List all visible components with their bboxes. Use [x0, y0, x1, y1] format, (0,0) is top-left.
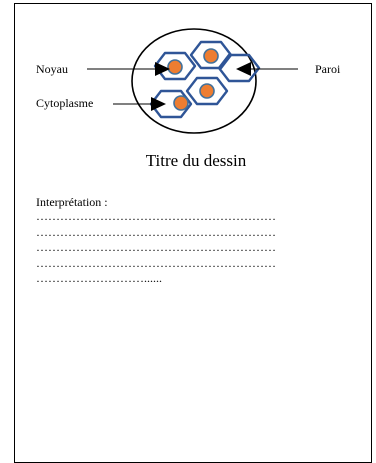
cell-drawing	[87, 28, 298, 134]
nucleus	[167, 59, 183, 75]
cell-wall-hexagon	[185, 76, 229, 106]
cell-wall-hexagon	[217, 53, 261, 83]
cell-wall-hexagon	[153, 51, 197, 81]
interpretation-heading: Interprétation :	[36, 195, 108, 209]
answer-line: ……………………………………………………	[36, 240, 276, 254]
answer-line: ……………………………………………………	[36, 255, 276, 270]
arrowhead-icon	[236, 62, 251, 76]
arrowhead-icon	[151, 97, 166, 111]
drawing-title: Titre du dessin	[145, 151, 247, 170]
worksheet-frame	[14, 3, 372, 463]
cell-wall-hexagon	[149, 89, 193, 119]
observation-circle	[131, 28, 257, 134]
nucleus	[203, 48, 219, 64]
nucleus	[199, 83, 215, 99]
answer-line: ……………………………………………………	[36, 224, 276, 239]
label-cytoplasme: Cytoplasme	[36, 96, 94, 110]
nucleus	[173, 95, 189, 111]
answer-line: ……………………………………………………	[36, 209, 276, 223]
interpretation-lines: …………………………………………………… ……………………………………………………	[36, 209, 366, 287]
label-paroi: Paroi	[315, 62, 341, 76]
answer-line: ………………………......	[36, 271, 162, 285]
label-noyau: Noyau	[36, 62, 68, 76]
arrowhead-icon	[155, 62, 170, 76]
